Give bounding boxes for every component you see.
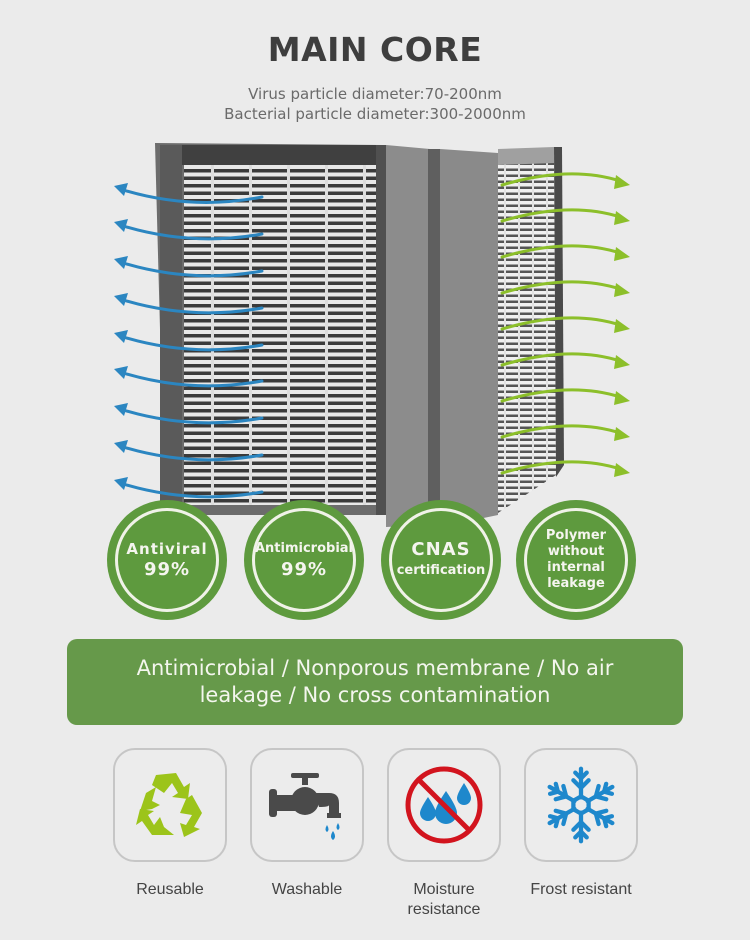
- feature-moisture-resistance: Moisture resistance: [387, 748, 501, 920]
- filter-core-image: [100, 135, 660, 535]
- page-title: MAIN CORE: [267, 30, 483, 69]
- badge-value: 99%: [143, 559, 191, 580]
- badge-cnas: CNAS certification: [381, 500, 501, 620]
- badge-label: Antimicrobial: [254, 541, 354, 556]
- badge-label: Antiviral: [126, 540, 208, 558]
- feature-label: Frost resistant: [530, 881, 632, 898]
- badge-line: without: [547, 544, 605, 559]
- feature-washable: Washable: [250, 748, 364, 900]
- badge-line: leakage: [547, 576, 605, 591]
- recycle-icon: [136, 773, 202, 837]
- feature-reusable: Reusable: [113, 748, 227, 900]
- feature-label: Moisture resistance: [407, 881, 481, 918]
- banner-text: Antimicrobial / Nonporous membrane / No …: [136, 656, 614, 707]
- feature-label: Washable: [271, 881, 343, 898]
- badge-value: certification: [396, 563, 486, 578]
- badge-label: CNAS: [411, 539, 471, 560]
- faucet-icon: [269, 773, 341, 840]
- badge-antimicrobial: Antimicrobial 99%: [244, 500, 364, 620]
- badge-line: Polymer: [545, 528, 607, 543]
- feature-frost-resistant: Frost resistant: [524, 748, 638, 900]
- no-water-icon: [405, 766, 483, 844]
- badge-line: internal: [547, 560, 605, 575]
- bacteria-diameter-text: Bacterial particle diameter:300-2000nm: [224, 105, 526, 123]
- snowflake-icon: [541, 766, 621, 847]
- badge-polymer: Polymer without internal leakage: [516, 500, 636, 620]
- virus-diameter-text: Virus particle diameter:70-200nm: [248, 85, 502, 103]
- feature-label: Reusable: [136, 881, 204, 898]
- badge-antiviral: Antiviral 99%: [107, 500, 227, 620]
- features-banner: Antimicrobial / Nonporous membrane / No …: [67, 639, 683, 725]
- badge-value: 99%: [280, 559, 328, 580]
